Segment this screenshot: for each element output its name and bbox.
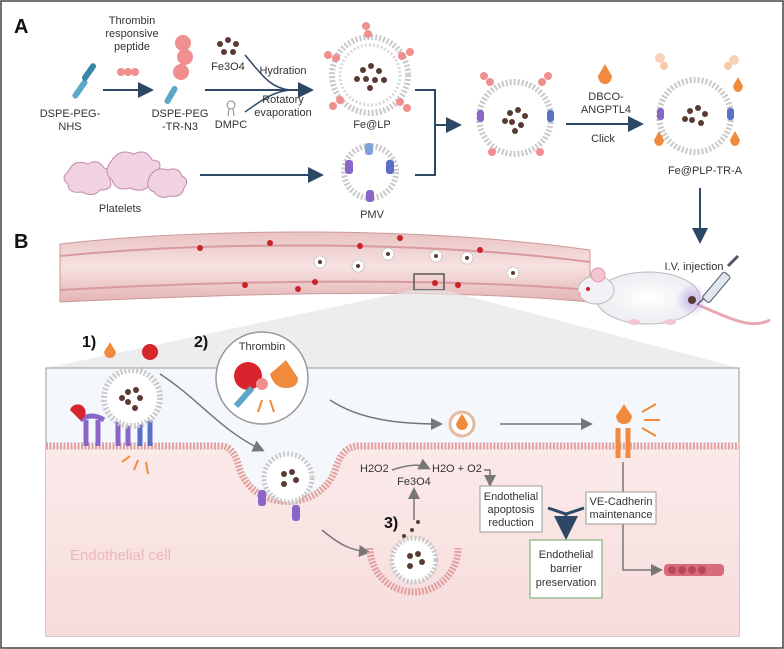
dbco-angptl4-label-1: DBCO- — [588, 91, 624, 103]
arrow-reaction — [391, 458, 431, 471]
thrombin-cleavage-icon — [233, 360, 298, 413]
apoptosis-label-1: Endothelial — [484, 491, 538, 503]
endosome-particle — [389, 520, 439, 585]
panel-a-label: A — [14, 16, 28, 38]
hybrid-vesicle — [476, 72, 554, 157]
endosome-membrane — [366, 547, 462, 596]
hydration-label: Hydration — [259, 65, 306, 77]
ve-cadherin-box — [585, 491, 657, 525]
barrier-label-3: preservation — [536, 577, 597, 589]
dspe-peg-tr-n3-label-1: DSPE-PEG — [152, 108, 209, 120]
circulating-nanoparticles — [313, 247, 520, 280]
arrow-fe3o4-merge — [244, 54, 291, 91]
blood-vessel — [59, 231, 591, 303]
iv-injection-label: I.V. injection — [665, 261, 724, 273]
mouse-icon — [577, 267, 771, 326]
barrier-box — [529, 539, 603, 599]
dmpc-lipid-icon — [226, 100, 236, 117]
angptl4-drop-icon — [598, 64, 612, 84]
thrombin-label: Thrombin — [239, 341, 285, 353]
barrier-label-2: barrier — [550, 563, 582, 575]
fe-plp-tr-a-label: Fe@PLP-TR-A — [668, 165, 743, 177]
released-angptl4 — [448, 410, 476, 438]
thrombin-peptide-label-3: peptide — [114, 41, 150, 53]
step-1-label: 1) — [82, 334, 96, 351]
fe-lp-liposome — [324, 22, 414, 116]
arrow-to-endosome — [321, 529, 371, 557]
ve-cadherin-junction — [664, 564, 724, 576]
platelets-icon — [63, 151, 188, 198]
dspe-peg-tr-n3-label-2: -TR-N3 — [162, 121, 198, 133]
step-2-label: 2) — [194, 334, 208, 351]
rotatory-label-2: evaporation — [254, 107, 312, 119]
fe-plp-tr-a-particle — [654, 53, 743, 155]
dbco-angptl4-label-2: ANGPTL4 — [581, 104, 631, 116]
apoptosis-label-3: reduction — [488, 517, 533, 529]
endothelial-cell-label: Endothelial cell — [70, 547, 171, 564]
fe-lp-label: Fe@LP — [353, 119, 390, 131]
peptide-beads-icon — [117, 68, 139, 76]
fe3o4-particles-icon — [217, 37, 239, 55]
rotatory-label-1: Rotatory — [262, 94, 304, 106]
barrier-label-1: Endothelial — [539, 549, 593, 561]
pmv-vesicle — [341, 143, 399, 202]
zoom-cone — [46, 290, 739, 368]
click-label: Click — [591, 133, 615, 145]
dmpc-label: DMPC — [215, 119, 247, 131]
syringe-icon — [696, 254, 740, 306]
ve-cadherin-label-2: maintenance — [590, 509, 653, 521]
thrombin-peptide-label-2: responsive — [105, 28, 158, 40]
merge-bracket — [415, 89, 436, 176]
angptl4-receptor — [615, 403, 660, 458]
platelets-label: Platelets — [99, 203, 142, 215]
cell-membrane — [46, 442, 739, 505]
arrow-to-endocytosis — [159, 373, 265, 452]
apoptosis-label-2: apoptosis — [487, 504, 535, 516]
injected-particle — [688, 296, 696, 304]
arrow-to-apoptosis — [484, 469, 496, 487]
targeting-particle — [101, 342, 163, 429]
arrow-released-angptl4 — [329, 399, 443, 430]
step-3-label: 3) — [384, 515, 398, 532]
dspe-peg-nhs-label-2: NHS — [58, 121, 81, 133]
thrombin-peptide-label-1: Thrombin — [109, 15, 155, 27]
pmv-label: PMV — [360, 209, 385, 221]
apoptosis-box — [479, 485, 543, 533]
dspe-peg-nhs-label-1: DSPE-PEG- — [40, 108, 101, 120]
fe3o4-label: Fe3O4 — [211, 61, 245, 73]
endocytosing-particle — [258, 451, 315, 521]
fe3o4-catalyst-label: Fe3O4 — [397, 476, 431, 488]
signal-burst-left — [121, 455, 149, 475]
h2o2-label: H2O2 — [360, 463, 389, 475]
dspe-peg-tr-n3-molecule — [164, 35, 193, 105]
dspe-peg-nhs-molecule — [72, 63, 97, 99]
h2o-o2-label: H2O + O2 — [432, 463, 482, 475]
arrow-dmpc-merge — [244, 89, 291, 113]
ve-cadherin-label-1: VE-Cadherin — [590, 496, 653, 508]
endothelial-cell-body — [46, 446, 739, 636]
panel-b-label: B — [14, 231, 28, 253]
